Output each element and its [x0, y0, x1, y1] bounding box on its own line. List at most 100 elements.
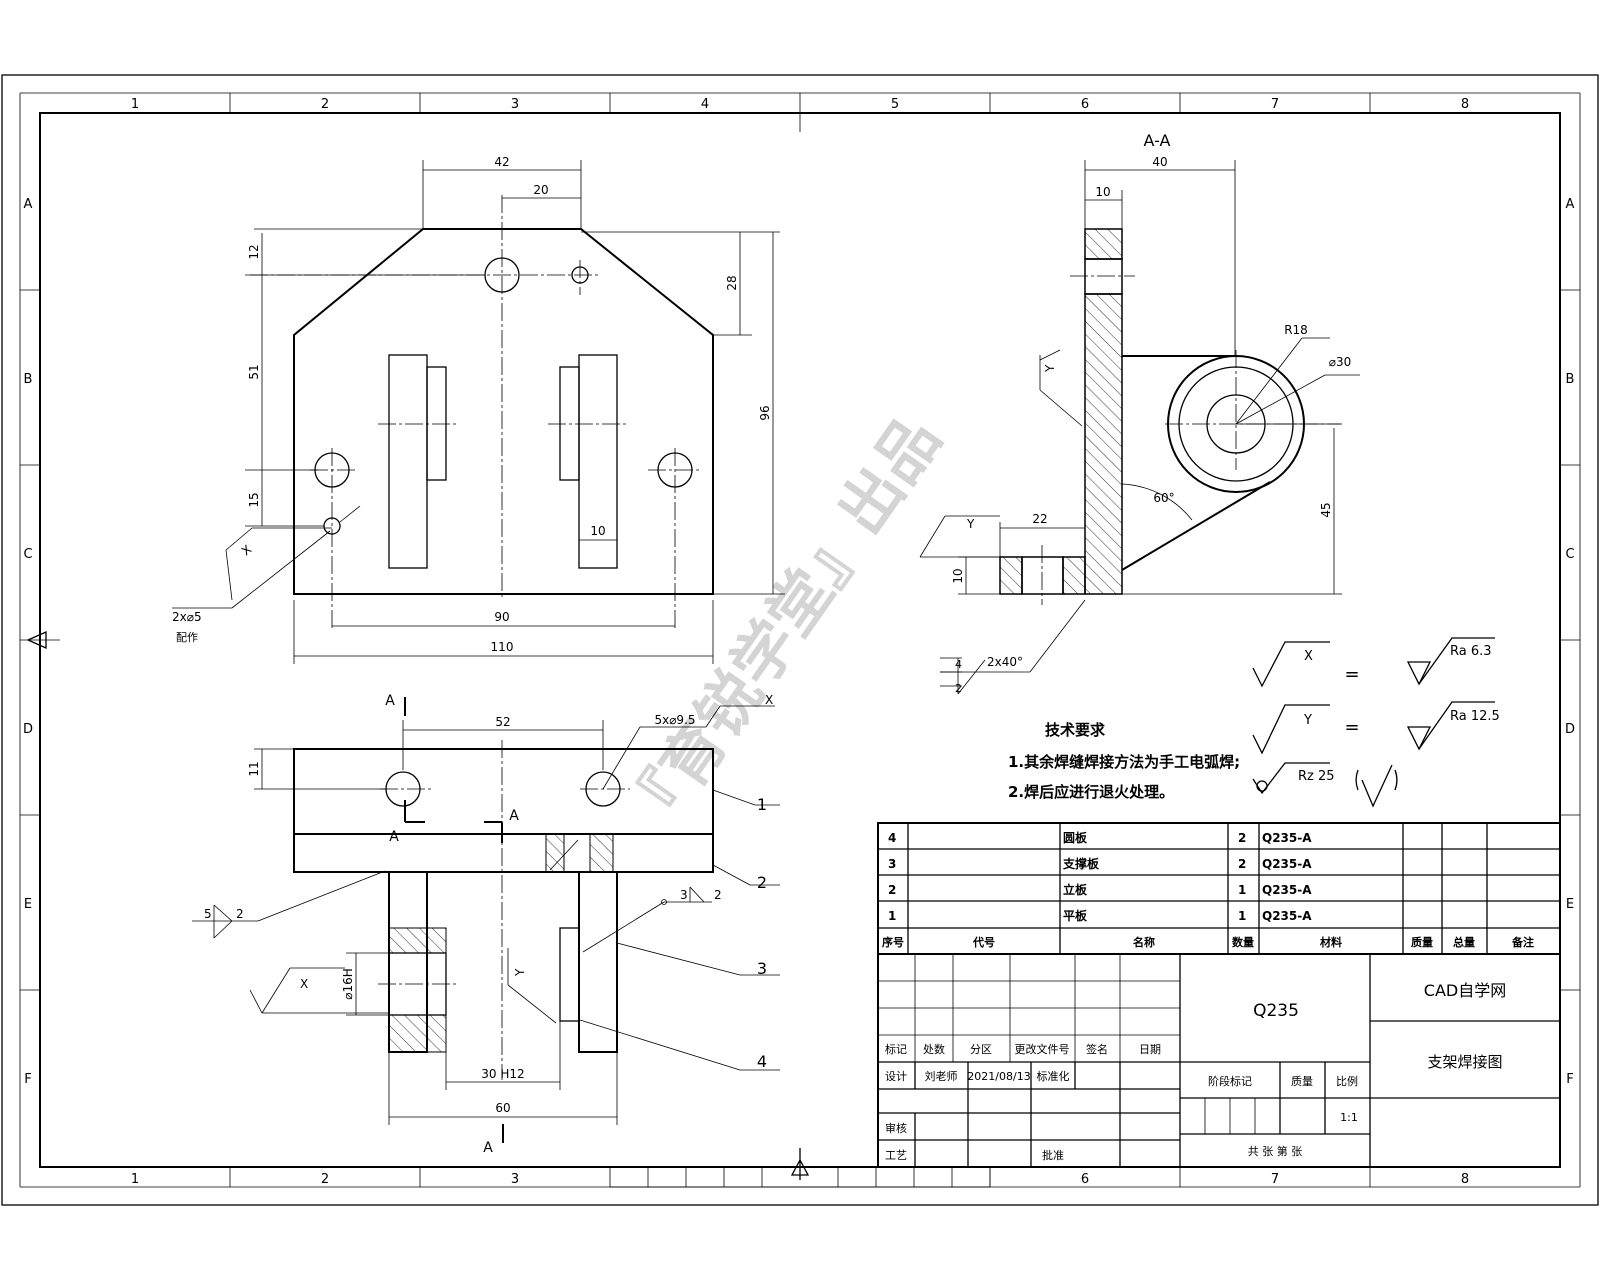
section-base-left [999, 556, 1023, 595]
zone-row-f-right: F [1566, 1072, 1573, 1087]
bom-header-mass: 质量 [1411, 935, 1433, 949]
bom-row-2-name: 支撑板 [1062, 856, 1100, 871]
bom-row-4-mat: Q235-A [1262, 909, 1312, 923]
zone-col-3-bottom: 3 [511, 1172, 519, 1187]
zone-row-d: D [23, 722, 33, 737]
tb-company: CAD自学网 [1424, 981, 1506, 1000]
zone-col-1-bottom: 1 [131, 1172, 139, 1187]
zone-col-3: 3 [511, 97, 519, 112]
tb-mark: 标记 [885, 1042, 907, 1056]
zone-row-c-right: C [1565, 547, 1574, 562]
zone-col-1: 1 [131, 97, 139, 112]
dim-22: 22 [1032, 512, 1047, 526]
bom-row-1-name: 圆板 [1063, 830, 1088, 845]
fillet-right-a: 3 [680, 888, 688, 902]
bom-table: 4 圆板 2 Q235-A 3 支撑板 2 Q235-A 2 立板 1 Q235… [877, 822, 1561, 955]
surface-finish-symbols: X Y = = Ra 6.3 Ra 12.5 Rz 25 [1252, 637, 1500, 808]
bom-header-no: 序号 [882, 935, 904, 949]
bom-row-4-name: 平板 [1063, 908, 1088, 923]
section-base-right [1062, 556, 1086, 595]
bom-header-total: 总量 [1453, 935, 1475, 949]
tb-scale: 1:1 [1340, 1111, 1358, 1124]
tech-item-1: 1.其余焊缝焊接方法为手工电弧焊; [1008, 753, 1240, 771]
zone-col-8: 8 [1461, 97, 1469, 112]
bom-row-3-mat: Q235-A [1262, 883, 1312, 897]
front-holes-note-sub: 配作 [176, 631, 198, 644]
surface-x-label: X [1304, 649, 1313, 664]
dim-51: 51 [247, 364, 261, 379]
dim-15: 15 [247, 492, 261, 507]
dim-60: 60 [495, 1101, 510, 1115]
front-right-slot-rim [559, 366, 580, 481]
dim-28: 28 [725, 275, 739, 290]
technical-requirements: 技术要求 1.其余焊缝焊接方法为手工电弧焊; 2.焊后应进行退火处理。 [1008, 721, 1240, 801]
surface-eq1: = [1344, 664, 1359, 685]
fillet-left-a: 5 [204, 907, 212, 921]
section-plate-top [1084, 228, 1123, 260]
zone-row-e-right: E [1566, 897, 1574, 912]
zone-row-a: A [24, 197, 33, 212]
surface-eq2: = [1344, 717, 1359, 738]
top-weld-y: Y [513, 968, 527, 977]
bom-row-1-mat: Q235-A [1262, 831, 1312, 845]
tb-count: 处数 [923, 1043, 945, 1056]
tb-material: Q235 [1253, 1001, 1299, 1021]
bom-header-material: 材料 [1320, 935, 1342, 949]
front-holes-note: 2x⌀5 [172, 610, 202, 624]
balloon-2: 2 [757, 873, 767, 892]
section-mark-a-3: A [509, 808, 519, 824]
balloon-4: 4 [757, 1052, 767, 1071]
bom-header-code: 代号 [972, 935, 995, 949]
top-view: A A A A 52 11 5x⌀9.5 ⌀16H 30 H12 60 [192, 693, 780, 1156]
dim-20: 20 [533, 183, 548, 197]
section-chamfer-den: 2 [955, 682, 962, 695]
dim-40: 40 [1152, 155, 1167, 169]
zone-col-6-bottom: 6 [1081, 1172, 1089, 1187]
tb-design: 设计 [885, 1070, 907, 1083]
title-block: 标记 处数 分区 更改文件号 签名 日期 设计 刘老师 2021/08/13 标… [877, 953, 1561, 1168]
zone-row-f: F [24, 1072, 31, 1087]
bom-header-remark: 备注 [1511, 935, 1534, 949]
zone-row-b-right: B [1566, 372, 1575, 387]
dim-d30: ⌀30 [1329, 355, 1352, 369]
zone-labels: 1 2 3 4 5 6 7 8 1 2 3 6 7 8 A B C D E F … [23, 97, 1575, 1187]
tb-standard: 标准化 [1037, 1069, 1070, 1083]
surface-y-label: Y [1303, 713, 1312, 728]
dim-90: 90 [494, 610, 509, 624]
zone-row-d-right: D [1565, 722, 1575, 737]
dim-fit: 30 H12 [481, 1067, 524, 1081]
zone-col-2: 2 [321, 97, 329, 112]
bom-row-4-no: 1 [888, 909, 896, 923]
watermark: 『育锐学堂』出品 [610, 404, 954, 852]
front-plate-outline [293, 228, 714, 595]
dim-r18: R18 [1284, 323, 1308, 337]
section-view: A-A [919, 131, 1360, 695]
zone-col-2-bottom: 2 [321, 1172, 329, 1187]
tb-date: 日期 [1139, 1043, 1161, 1056]
dim-holes-5x: 5x⌀9.5 [654, 713, 695, 727]
top-leg-right [578, 871, 618, 1053]
tb-mass: 质量 [1291, 1075, 1313, 1088]
surface-ra1: Ra 6.3 [1450, 644, 1492, 659]
dim-42: 42 [494, 155, 509, 169]
bom-row-1-no: 4 [888, 831, 896, 845]
tb-scale-label: 比例 [1336, 1074, 1358, 1088]
dim-12: 12 [247, 244, 261, 259]
dim-10-plate: 10 [1095, 185, 1110, 199]
zone-col-4: 4 [701, 97, 709, 112]
section-chamfer-num: 4 [955, 658, 962, 671]
fillet-left-b: 2 [236, 907, 244, 921]
dim-96: 96 [758, 405, 772, 420]
section-title: A-A [1144, 131, 1171, 150]
zone-row-e: E [24, 897, 32, 912]
bom-row-2-mat: Q235-A [1262, 857, 1312, 871]
fillet-right-b: 2 [714, 888, 722, 902]
tb-date-value: 2021/08/13 [967, 1070, 1030, 1083]
section-chamfer-text: 2x40° [987, 655, 1023, 669]
tech-item-2: 2.焊后应进行退火处理。 [1008, 783, 1174, 801]
zone-col-5: 5 [891, 97, 899, 112]
tb-sheets: 共 张 第 张 [1248, 1144, 1303, 1158]
bom-row-3-name: 立板 [1063, 882, 1088, 897]
top-round-plate-4 [559, 927, 580, 1022]
